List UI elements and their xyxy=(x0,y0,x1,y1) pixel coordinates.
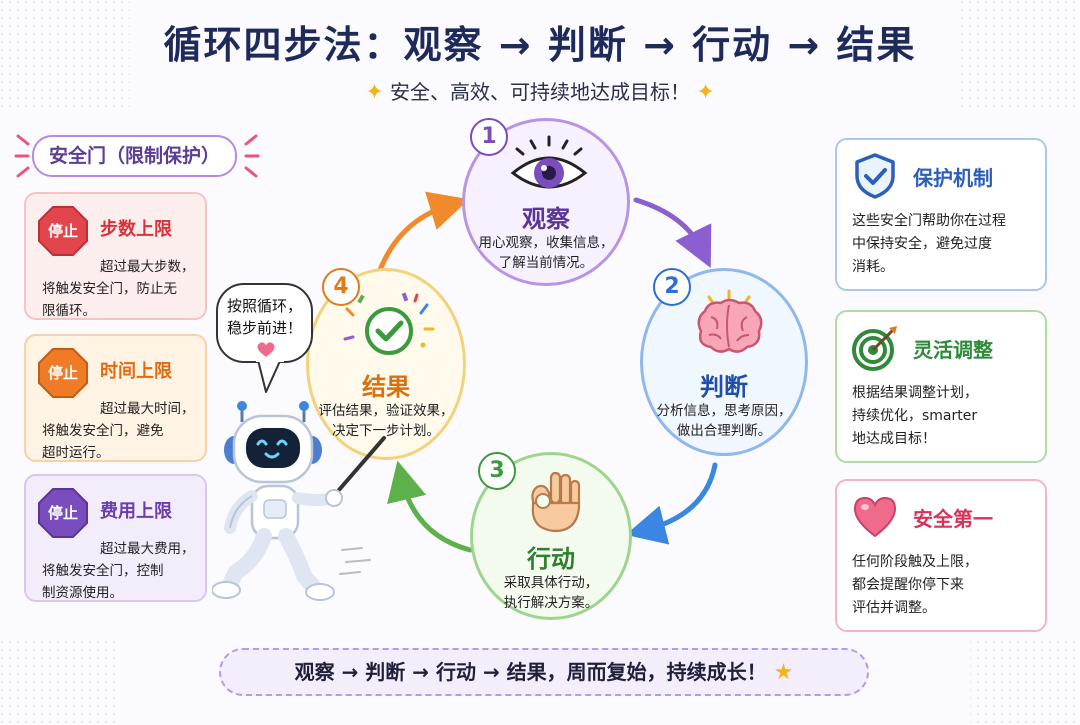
page-subtitle: ✦ 安全、高效、可持续地达成目标！ ✦ xyxy=(0,76,1080,105)
arrow-act-to-result xyxy=(387,460,473,553)
stop-sign-icon xyxy=(38,348,88,398)
desc-line: 用心观察，收集信息， xyxy=(478,235,614,251)
cycle-arrows xyxy=(377,191,718,553)
desc-line: 采取具体行动， xyxy=(503,575,599,591)
subtitle-text: 安全、高效、可持续地达成目标！ xyxy=(390,80,690,104)
card-title: 安全第一 xyxy=(913,507,993,531)
desc-line: 评估并调整。 xyxy=(852,600,936,616)
target-icon xyxy=(852,326,897,371)
desc-line: 中保持安全，避免过度 xyxy=(852,236,992,252)
arrow-judge-to-act xyxy=(625,462,718,545)
step-title: 判断 xyxy=(700,373,748,401)
desc-line: 持续优化，smarter xyxy=(852,408,978,424)
limit-description: 超过最大步数， 将触发安全门，防止无 限循环。 xyxy=(42,256,202,322)
info-card-safety-first: 安全第一 任何阶段触及上限， 都会提醒你停下来 评估并调整。 xyxy=(835,479,1047,632)
speech-line: 按照循环， xyxy=(226,297,302,315)
check-icon xyxy=(343,292,435,355)
heart-icon xyxy=(853,496,897,538)
limit-card-cost: 停止 费用上限 超过最大费用， 将触发安全门，控制 制资源使用。 xyxy=(24,474,207,602)
card-description: 这些安全门帮助你在过程 中保持安全，避免过度 消耗。 xyxy=(852,210,1042,279)
desc-line: 评估结果，验证效果， xyxy=(318,403,454,419)
desc-line: 根据结果调整计划， xyxy=(852,385,978,401)
safety-gate-title: 安全门（限制保护） xyxy=(32,135,237,177)
step-number-badge: 2 xyxy=(653,268,691,306)
desc-line: 制资源使用。 xyxy=(42,585,123,601)
step-title: 结果 xyxy=(362,373,410,401)
stop-sign-icon xyxy=(38,488,88,538)
stop-sign-icon xyxy=(38,206,88,256)
limit-title: 费用上限 xyxy=(100,501,172,522)
footer-text: 观察 → 判断 → 行动 → 结果，周而复始，持续成长！ xyxy=(294,660,767,684)
info-card-adjust: 灵活调整 根据结果调整计划， 持续优化，smarter 地达成目标！ xyxy=(835,310,1047,463)
card-description: 根据结果调整计划， 持续优化，smarter 地达成目标！ xyxy=(852,382,1042,451)
desc-line: 任何阶段触及上限， xyxy=(852,554,978,570)
desc-line: 决定下一步计划。 xyxy=(332,423,440,439)
step-description: 分析信息，思考原因， 做出合理判断。 xyxy=(643,401,805,441)
desc-line: 了解当前情况。 xyxy=(498,255,594,271)
pointer-stick xyxy=(330,436,386,500)
sparkle-icon: ✦ xyxy=(365,80,384,105)
stop-badge-text: 停止 xyxy=(47,222,78,240)
emphasis-lines-icon xyxy=(14,134,30,178)
desc-line: 消耗。 xyxy=(852,259,894,275)
desc-line: 超过最大费用， xyxy=(100,541,195,557)
desc-line: 限循环。 xyxy=(42,303,96,319)
step-description: 用心观察，收集信息， 了解当前情况。 xyxy=(465,233,627,273)
step-title: 行动 xyxy=(527,545,575,573)
desc-line: 这些安全门帮助你在过程 xyxy=(852,213,1006,229)
step-number-badge: 3 xyxy=(478,452,516,490)
speech-text: 按照循环， 稳步前进！ xyxy=(218,295,311,339)
desc-line: 都会提醒你停下来 xyxy=(852,577,964,593)
desc-line: 将触发安全门，控制 xyxy=(42,563,164,579)
sparkle-icon: ✦ xyxy=(696,80,715,105)
ok-hand-icon xyxy=(531,471,581,533)
speech-bubble-tail xyxy=(256,342,284,393)
desc-line: 执行解决方案。 xyxy=(503,595,599,611)
step-description: 采取具体行动， 执行解决方案。 xyxy=(473,573,629,613)
limit-title: 时间上限 xyxy=(100,361,172,382)
stop-badge-text: 停止 xyxy=(47,364,78,382)
desc-line: 分析信息，思考原因， xyxy=(656,403,792,419)
limit-description: 超过最大费用， 将触发安全门，控制 制资源使用。 xyxy=(42,538,202,604)
step-act: 行动 采取具体行动， 执行解决方案。 xyxy=(470,452,632,620)
desc-line: 超过最大时间， xyxy=(100,401,195,417)
info-card-protection: 保护机制 这些安全门帮助你在过程 中保持安全，避免过度 消耗。 xyxy=(835,138,1047,291)
limit-card-time: 停止 时间上限 超过最大时间， 将触发安全门，避免 超时运行。 xyxy=(24,334,207,462)
limit-title: 步数上限 xyxy=(100,219,172,240)
page-title: 循环四步法：观察 → 判断 → 行动 → 结果 xyxy=(163,23,917,67)
limit-card-steps: 停止 步数上限 超过最大步数， 将触发安全门，防止无 限循环。 xyxy=(24,192,207,320)
brain-icon xyxy=(697,289,763,353)
card-title: 保护机制 xyxy=(913,166,993,190)
shield-check-icon xyxy=(855,153,895,199)
footer-banner: 观察 → 判断 → 行动 → 结果，周而复始，持续成长！ ★ xyxy=(219,648,869,696)
robot-mascot xyxy=(212,401,386,601)
step-title: 观察 xyxy=(522,205,570,233)
desc-line: 超过最大步数， xyxy=(100,259,195,275)
desc-line: 地达成目标！ xyxy=(852,431,936,447)
desc-line: 做出合理判断。 xyxy=(676,423,772,439)
emphasis-lines-icon xyxy=(244,134,260,178)
step-number-badge: 4 xyxy=(322,268,360,306)
desc-line: 超时运行。 xyxy=(42,445,110,461)
step-number-badge: 1 xyxy=(470,118,508,156)
desc-line: 将触发安全门，防止无 xyxy=(42,281,177,297)
step-description: 评估结果，验证效果， 决定下一步计划。 xyxy=(309,401,463,441)
arrow-observe-to-judge xyxy=(633,197,712,268)
stop-badge-text: 停止 xyxy=(47,504,78,522)
eye-icon xyxy=(510,135,588,189)
limit-description: 超过最大时间， 将触发安全门，避免 超时运行。 xyxy=(42,398,202,464)
card-description: 任何阶段触及上限， 都会提醒你停下来 评估并调整。 xyxy=(852,551,1042,620)
speech-line: 稳步前进！ xyxy=(226,319,302,337)
desc-line: 将触发安全门，避免 xyxy=(42,423,164,439)
card-title: 灵活调整 xyxy=(913,338,993,362)
arrow-result-to-observe xyxy=(377,191,470,273)
star-icon: ★ xyxy=(773,660,794,685)
